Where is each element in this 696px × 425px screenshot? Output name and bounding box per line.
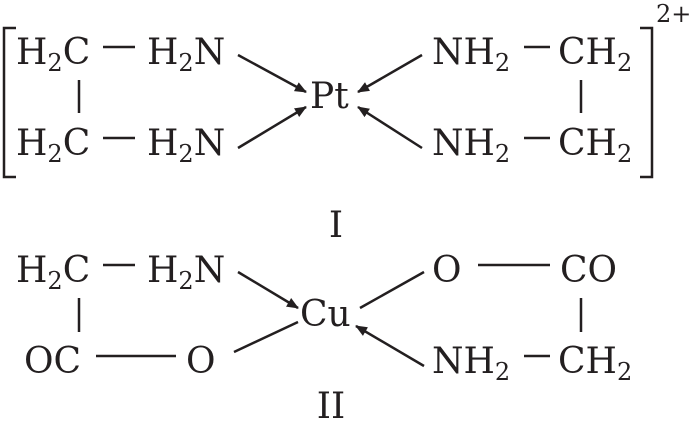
arrow-right-bottom-to-cu — [355, 324, 425, 368]
left-top-amine-2: H2N — [147, 250, 225, 295]
right-bottom-amine: NH2 — [432, 123, 510, 168]
arrow-left-bottom-to-pt — [237, 105, 307, 150]
left-top-methylene-2: H2C — [16, 250, 90, 295]
right-top-carbonyl: CO — [560, 250, 617, 291]
right-top-oxygen: O — [432, 250, 462, 291]
right-bottom-amine-2: NH2 — [432, 341, 510, 386]
right-bottom-methylene: CH2 — [558, 123, 632, 168]
left-bottom-oxygen: O — [186, 341, 216, 382]
complex-2-label: II — [317, 386, 345, 425]
right-top-methylene: CH2 — [558, 32, 632, 77]
left-bottom-amine: H2N — [147, 123, 225, 168]
left-bottom-methylene: H2C — [16, 123, 90, 168]
left-top-methylene: H2C — [16, 32, 90, 77]
left-top-amine: H2N — [147, 32, 225, 77]
arrow-left-top-to-pt — [237, 53, 307, 94]
right-bottom-methylene-2: CH2 — [558, 341, 632, 386]
charge-label: 2+ — [656, 0, 691, 28]
bond-right-top-to-cu — [359, 270, 425, 310]
left-square-bracket — [2, 26, 16, 179]
right-top-amine: NH2 — [432, 32, 510, 77]
arrow-right-top-to-pt — [357, 53, 423, 94]
bond-left-bottom-to-cu — [233, 320, 299, 354]
right-square-bracket — [640, 26, 654, 179]
metal-platinum: Pt — [310, 76, 349, 117]
complex-1: 2+ H2C H2N H2C H2N Pt NH2 CH2 NH2 CH2 I — [2, 0, 691, 246]
complex-2: H2C H2N OC O Cu O CO NH2 CH2 II — [16, 250, 632, 425]
metal-copper: Cu — [300, 294, 351, 335]
arrow-left-top-to-cu — [237, 270, 299, 310]
complex-1-label: I — [329, 205, 343, 246]
arrow-right-bottom-to-pt — [357, 105, 423, 150]
left-bottom-carbonyl: OC — [24, 341, 81, 382]
